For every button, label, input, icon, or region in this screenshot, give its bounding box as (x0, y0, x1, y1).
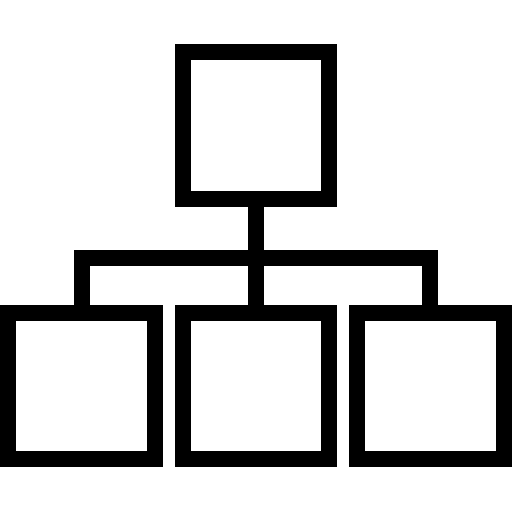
branch-connector-line (74, 250, 438, 307)
root-node-box (175, 44, 337, 207)
child-node-box-right (349, 305, 512, 467)
child-node-box-center (175, 305, 337, 467)
child-node-box-left (0, 305, 163, 467)
